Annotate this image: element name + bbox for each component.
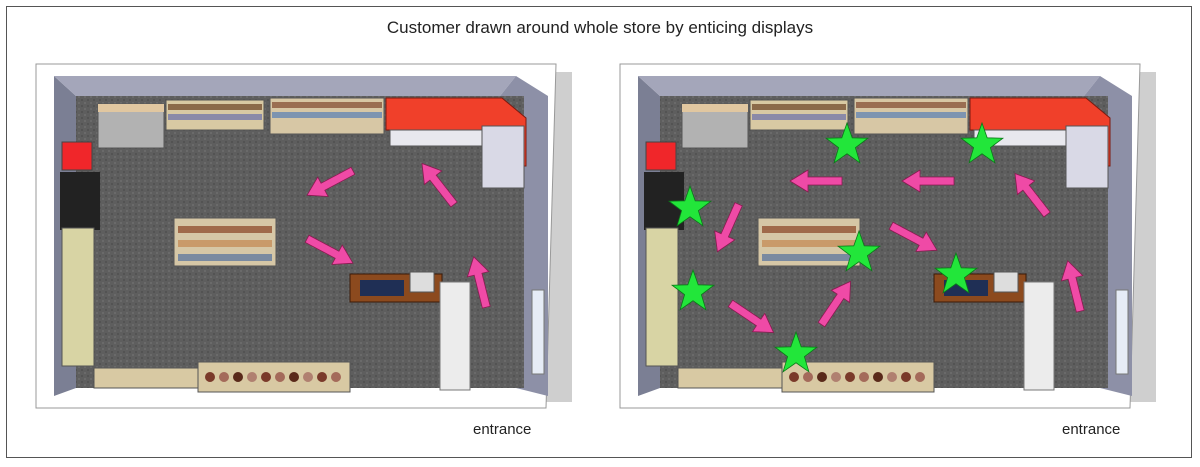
flow-arrow — [817, 280, 851, 328]
checkout-side — [439, 281, 471, 391]
wall-top — [54, 76, 516, 96]
flow-arrow — [714, 202, 743, 253]
store-plan-left — [35, 63, 572, 409]
enticing-display-star — [933, 251, 979, 294]
bottom-display-items — [789, 372, 925, 382]
display-stars — [667, 121, 1005, 373]
entrance-door — [1115, 289, 1129, 375]
flow-arrows-left — [304, 162, 491, 309]
flow-arrows-right — [714, 169, 1085, 333]
enticing-display-star — [959, 121, 1005, 164]
red-vending — [645, 141, 677, 171]
fridge-right — [1065, 125, 1109, 189]
flow-arrow — [888, 221, 938, 252]
checkout-side — [1023, 281, 1055, 391]
enticing-display-star — [836, 229, 882, 272]
flow-arrow — [727, 299, 775, 333]
flow-arrow — [306, 166, 356, 197]
enticing-display-star — [773, 330, 819, 373]
enticing-display-star — [667, 184, 713, 227]
flow-arrow — [466, 256, 491, 309]
enticing-display-star — [824, 121, 870, 164]
fridge-front — [389, 129, 483, 147]
red-vending — [61, 141, 93, 171]
fridge-right — [481, 125, 525, 189]
flow-arrow — [421, 162, 458, 208]
left-long-counter — [645, 227, 679, 367]
flow-arrow — [1014, 172, 1051, 218]
bottom-display-items — [205, 372, 341, 382]
flow-arrow — [789, 169, 843, 193]
wall-top — [638, 76, 1100, 96]
figure-title: Customer drawn around whole store by ent… — [386, 18, 814, 37]
flow-arrow — [1060, 260, 1085, 313]
entrance-label-right: entrance — [1062, 421, 1121, 438]
flow-arrow — [901, 169, 955, 193]
entrance-door — [531, 289, 545, 375]
enticing-display-star — [670, 268, 716, 311]
left-long-counter — [61, 227, 95, 367]
flow-arrow — [304, 234, 354, 265]
black-cooler — [60, 172, 100, 230]
shelf-bottom-1 — [677, 367, 783, 389]
entrance-label-left: entrance — [473, 421, 532, 438]
